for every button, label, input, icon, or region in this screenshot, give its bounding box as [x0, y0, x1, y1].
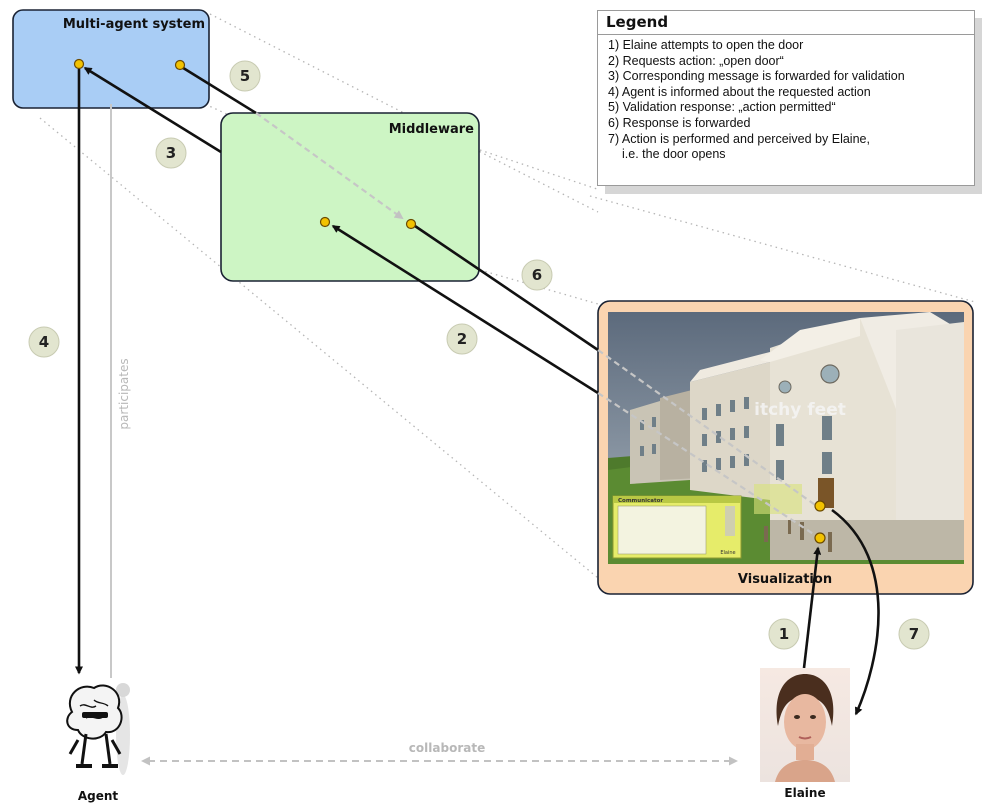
agent-icon: Agent	[66, 683, 130, 803]
legend-item-3: 3) Corresponding message is forwarded fo…	[608, 69, 905, 84]
dot-mas-right	[174, 59, 186, 71]
svg-text:6: 6	[532, 266, 542, 284]
virtual-world-screenshot: itchy feet Communicator Elaine	[608, 312, 964, 564]
svg-text:2: 2	[457, 330, 467, 348]
step-6-badge: 6	[521, 259, 553, 291]
dot-scene-door	[814, 500, 826, 512]
communicator-panel: Communicator Elaine	[612, 495, 742, 559]
dot-middleware-right	[405, 218, 417, 230]
legend-title: Legend	[598, 11, 974, 35]
multi-agent-system-box: Multi-agent system	[12, 9, 210, 109]
multi-agent-system-title: Multi-agent system	[63, 17, 205, 32]
dot-scene-avatar	[814, 532, 826, 544]
visualization-box: Visualization	[597, 300, 974, 595]
svg-text:3: 3	[166, 144, 176, 162]
arrow-step-3	[83, 66, 222, 154]
svg-text:4: 4	[39, 333, 49, 351]
step-4-badge: 4	[28, 326, 60, 358]
step-numbers: 1 2 3 4 5 6 7	[28, 60, 930, 650]
dashed-continuations	[255, 112, 819, 538]
legend-item-1: 1) Elaine attempts to open the door	[608, 38, 804, 52]
step-2-badge: 2	[446, 323, 478, 355]
arrow-step-1	[802, 546, 822, 669]
arrow-step-7	[831, 508, 880, 716]
visualization-title: Visualization	[738, 572, 832, 587]
legend-item-4: 4) Agent is informed about the requested…	[608, 84, 871, 99]
svg-text:1: 1	[779, 625, 789, 643]
scene-sign-text: itchy feet	[754, 400, 846, 420]
dot-mas-left	[73, 58, 85, 70]
svg-text:7: 7	[909, 625, 919, 643]
dot-middleware-left	[319, 216, 331, 228]
legend-item-6: 6) Response is forwarded	[608, 115, 751, 130]
step-5-badge: 5	[229, 60, 261, 92]
step-3-badge: 3	[155, 137, 187, 169]
participates-label: participates	[117, 358, 131, 429]
elaine-photo: Elaine	[760, 668, 850, 800]
legend-panel: Legend 1) Elaine attempts to open the do…	[597, 10, 975, 186]
legend-item-2: 2) Requests action: „open door“	[608, 53, 784, 68]
legend-item-7: 7) Action is performed and perceived by …	[608, 132, 966, 163]
connection-dots	[73, 58, 826, 544]
arrow-step-6	[411, 222, 599, 352]
elaine-label: Elaine	[784, 786, 825, 800]
middleware-box: Middleware	[220, 112, 480, 282]
arrow-step-5	[179, 64, 257, 115]
step-7-badge: 7	[898, 618, 930, 650]
legend-item-5: 5) Validation response: „action permitte…	[608, 100, 836, 115]
svg-text:5: 5	[240, 67, 250, 85]
step-1-badge: 1	[768, 618, 800, 650]
legend-list: 1) Elaine attempts to open the door 2) R…	[598, 35, 974, 163]
middleware-title: Middleware	[389, 122, 474, 137]
legend-item-7-continuation: i.e. the door opens	[622, 147, 726, 162]
communicator-user-name: Elaine	[720, 550, 735, 556]
legend-item-7-text: 7) Action is performed and perceived by …	[608, 131, 870, 146]
collaborate-label: collaborate	[409, 741, 485, 755]
communicator-title: Communicator	[618, 498, 663, 504]
flow-arrows	[75, 64, 880, 716]
agent-label: Agent	[78, 789, 119, 803]
arrow-step-2	[331, 224, 599, 395]
